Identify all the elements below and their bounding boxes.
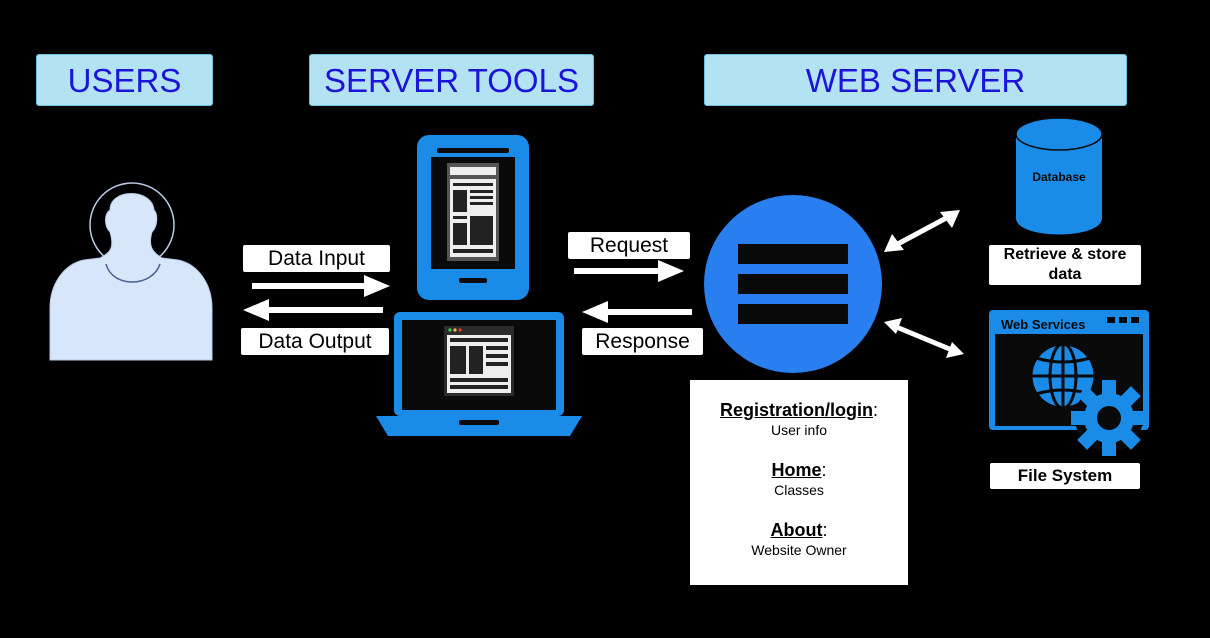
- page-entry-registration: Registration/login: User info: [690, 400, 908, 439]
- page-title: Home: [771, 460, 822, 480]
- web-services-label: Web Services: [1001, 317, 1086, 332]
- laptop-icon: [376, 312, 582, 436]
- page-title-colon: :: [872, 400, 878, 420]
- data-output-label: Data Output: [241, 328, 389, 355]
- database-label: Database: [1032, 170, 1086, 184]
- response-label: Response: [582, 328, 703, 355]
- database-icon: [1015, 117, 1103, 235]
- page-title-colon: :: [822, 520, 828, 540]
- page-entry-about: About: Website Owner: [690, 520, 908, 559]
- page-detail: Classes: [774, 482, 824, 498]
- database-caption: Retrieve & store data: [989, 245, 1141, 285]
- request-label: Request: [568, 232, 690, 259]
- page-entry-home: Home: Classes: [690, 460, 908, 499]
- page-detail: Website Owner: [751, 542, 847, 558]
- left-arrow-icon: [243, 299, 383, 321]
- server-icon: [704, 195, 882, 373]
- pages-info-box: Registration/login: User info Home: Clas…: [690, 380, 908, 585]
- page-title: About: [770, 520, 823, 540]
- header-server-tools: SERVER TOOLS: [309, 54, 594, 106]
- double-arrow-icon: [884, 210, 960, 252]
- data-input-label: Data Input: [243, 245, 390, 272]
- page-title: Registration/login: [719, 400, 873, 420]
- left-arrow-icon: [582, 301, 692, 323]
- page-detail: User info: [770, 422, 828, 438]
- header-web-server: WEB SERVER: [704, 54, 1127, 106]
- double-arrow-icon: [884, 318, 964, 358]
- right-arrow-icon: [574, 260, 684, 282]
- phone-icon: [417, 135, 529, 300]
- file-system-label: File System: [990, 463, 1140, 489]
- page-title-colon: :: [821, 460, 827, 480]
- header-users: USERS: [36, 54, 213, 106]
- web-services-icon: [989, 310, 1149, 456]
- user-icon: [49, 182, 213, 361]
- right-arrow-icon: [252, 275, 390, 297]
